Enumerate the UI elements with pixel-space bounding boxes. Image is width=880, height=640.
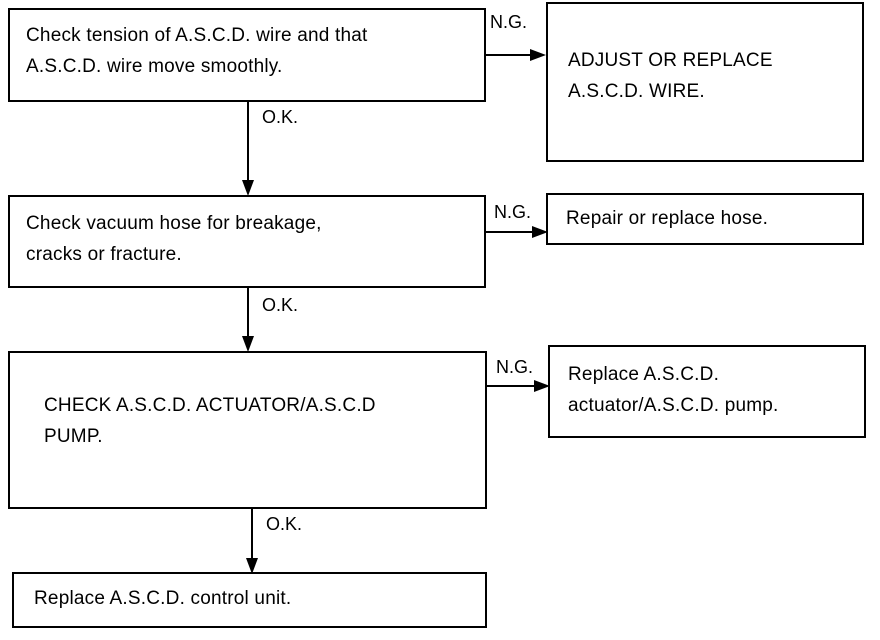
check-box-asc-wire: Check tension of A.S.C.D. wire and that … [8, 8, 486, 102]
remedy-box-line: actuator/A.S.C.D. pump. [568, 395, 779, 416]
check-box-line: PUMP. [44, 426, 103, 447]
final-box-control-unit: Replace A.S.C.D. control unit. [12, 572, 487, 628]
remedy-box-line: Replace A.S.C.D. [568, 364, 720, 385]
ok-label-2: O.K. [262, 295, 299, 315]
remedy-box-line: A.S.C.D. WIRE. [568, 81, 705, 102]
ng-label-2: N.G. [494, 202, 532, 222]
check-box-actuator-pump: CHECK A.S.C.D. ACTUATOR/A.S.C.D PUMP. [8, 351, 487, 509]
final-box-line: Replace A.S.C.D. control unit. [34, 588, 292, 609]
remedy-box-line: Repair or replace hose. [566, 208, 769, 229]
check-box-line: A.S.C.D. wire move smoothly. [26, 56, 283, 77]
remedy-box-actuator: Replace A.S.C.D. actuator/A.S.C.D. pump. [548, 345, 866, 438]
ng-arrowhead-1 [530, 49, 546, 61]
ok-label-1: O.K. [262, 107, 299, 127]
check-box-line: CHECK A.S.C.D. ACTUATOR/A.S.C.D [44, 395, 376, 416]
check-box-line: Check vacuum hose for breakage, [26, 213, 322, 234]
remedy-box-line: ADJUST OR REPLACE [568, 50, 773, 71]
ok-label-3: O.K. [266, 514, 303, 534]
ok-arrowhead-2 [242, 336, 254, 352]
remedy-box-hose: Repair or replace hose. [546, 193, 864, 245]
remedy-box-asc-wire: ADJUST OR REPLACE A.S.C.D. WIRE. [546, 2, 864, 162]
ng-label-3: N.G. [496, 357, 534, 377]
check-box-line: cracks or fracture. [26, 244, 182, 265]
ng-label-1: N.G. [490, 12, 528, 32]
check-box-vacuum-hose: Check vacuum hose for breakage, cracks o… [8, 195, 486, 288]
ok-arrowhead-1 [242, 180, 254, 196]
check-box-line: Check tension of A.S.C.D. wire and that [26, 25, 368, 46]
